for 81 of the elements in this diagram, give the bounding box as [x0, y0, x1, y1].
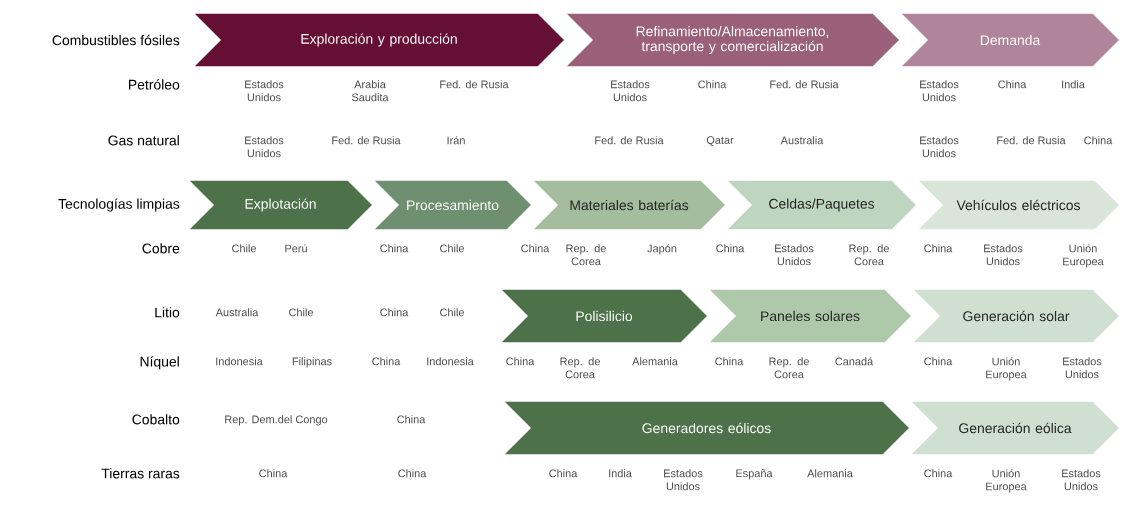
country-label: España	[736, 469, 773, 480]
country-label: Estados Unidos	[611, 80, 650, 102]
process-step: Procesamiento	[371, 179, 534, 231]
country-label: Rep. Dem.del Congo	[225, 415, 328, 426]
country-label: China	[549, 469, 578, 478]
country-label: Fed. de Rusia	[997, 136, 1066, 145]
process-step: Materiales baterías	[530, 179, 728, 231]
category-label: Combustibles fósiles	[52, 34, 180, 46]
country-label: China	[398, 469, 427, 478]
country-label: China	[1084, 136, 1113, 145]
country-label: China	[397, 415, 426, 424]
country-label: Estados Unidos	[920, 80, 959, 102]
country-label: Japón	[647, 244, 677, 255]
country-label: China	[924, 244, 953, 253]
country-label: Alemania	[632, 357, 678, 366]
country-label: Filipinas	[292, 357, 332, 368]
process-step: Exploración y producción	[191, 12, 567, 68]
country-label: Unión Europea	[986, 469, 1027, 493]
country-label: Unión Europea	[1063, 244, 1104, 268]
country-label: Estados Unidos	[775, 244, 814, 266]
country-label: China	[380, 308, 409, 317]
row-label: Litio	[155, 307, 180, 318]
country-label: Rep. de Corea	[560, 357, 600, 379]
row-label: Gas natural	[108, 135, 179, 146]
row-label: Tierras raras	[101, 468, 180, 479]
country-label: India	[609, 469, 632, 478]
country-label: Fed. de Rusia	[595, 136, 664, 145]
country-label: China	[259, 469, 288, 478]
country-label: China	[715, 357, 744, 366]
country-label: Rep. de Corea	[849, 244, 889, 266]
process-step: Vehículos eléctricos	[915, 179, 1122, 231]
country-label: Estados Unidos	[920, 136, 959, 158]
country-label: China	[998, 80, 1027, 89]
process-step: Polisilicio	[498, 288, 710, 344]
country-label: China	[506, 357, 535, 366]
country-label: India	[1062, 80, 1085, 89]
country-label: Arabia Saudita	[351, 80, 389, 102]
country-label: Australia	[215, 308, 259, 317]
country-label: Chile	[440, 244, 464, 253]
country-label: Indonesia	[216, 357, 263, 366]
country-label: China	[372, 357, 401, 366]
country-label: China	[521, 244, 550, 253]
country-label: Rep. de Corea	[769, 357, 809, 379]
process-step: Generación solar	[910, 288, 1122, 344]
country-label: Canadá	[835, 357, 874, 366]
country-label: Estados Unidos	[245, 80, 284, 102]
country-label: Fed. de Rusia	[332, 136, 401, 145]
row-label: Petróleo	[129, 79, 180, 90]
country-label: China	[380, 244, 409, 253]
country-label: Chile	[289, 308, 313, 317]
process-step: Paneles solares	[706, 288, 914, 344]
country-label: China	[924, 357, 953, 366]
country-label: Estados Unidos	[984, 244, 1023, 266]
country-label: China	[698, 80, 727, 89]
country-label: Rep. de Corea	[566, 244, 606, 266]
country-label: Estados Unidos	[245, 136, 284, 158]
country-label: Unión Europea	[986, 357, 1027, 381]
row-label: Cobre	[142, 243, 180, 254]
country-label: Australia	[780, 136, 824, 145]
process-step: Celdas/Paquetes	[724, 179, 919, 231]
process-step: Refinamiento/Almacenamiento, transporte y comercialización	[563, 12, 902, 68]
row-label: Níquel	[140, 356, 179, 370]
country-label: Irán	[447, 136, 465, 145]
country-label: Chile	[440, 308, 464, 317]
process-step: Demanda	[898, 12, 1122, 68]
country-label: Chile	[232, 244, 256, 253]
country-label: Indonesia	[427, 357, 474, 366]
country-label: China	[924, 469, 953, 478]
country-label: Estados Unidos	[664, 469, 703, 491]
country-label: Fed. de Rusia	[770, 80, 839, 89]
country-label: Fed. de Rusia	[440, 80, 509, 89]
process-step: Explotación	[186, 179, 375, 231]
country-label: China	[716, 244, 745, 253]
process-step: Generadores eólicos	[501, 400, 912, 456]
country-label: Perú	[285, 244, 307, 253]
country-label: Alemania	[807, 469, 853, 478]
row-label: Cobalto	[132, 414, 180, 425]
country-label: Qatar	[706, 136, 734, 146]
country-label: Estados Unidos	[1062, 469, 1101, 491]
country-label: Estados Unidos	[1063, 357, 1102, 379]
process-step: Generación eólica	[908, 400, 1122, 456]
